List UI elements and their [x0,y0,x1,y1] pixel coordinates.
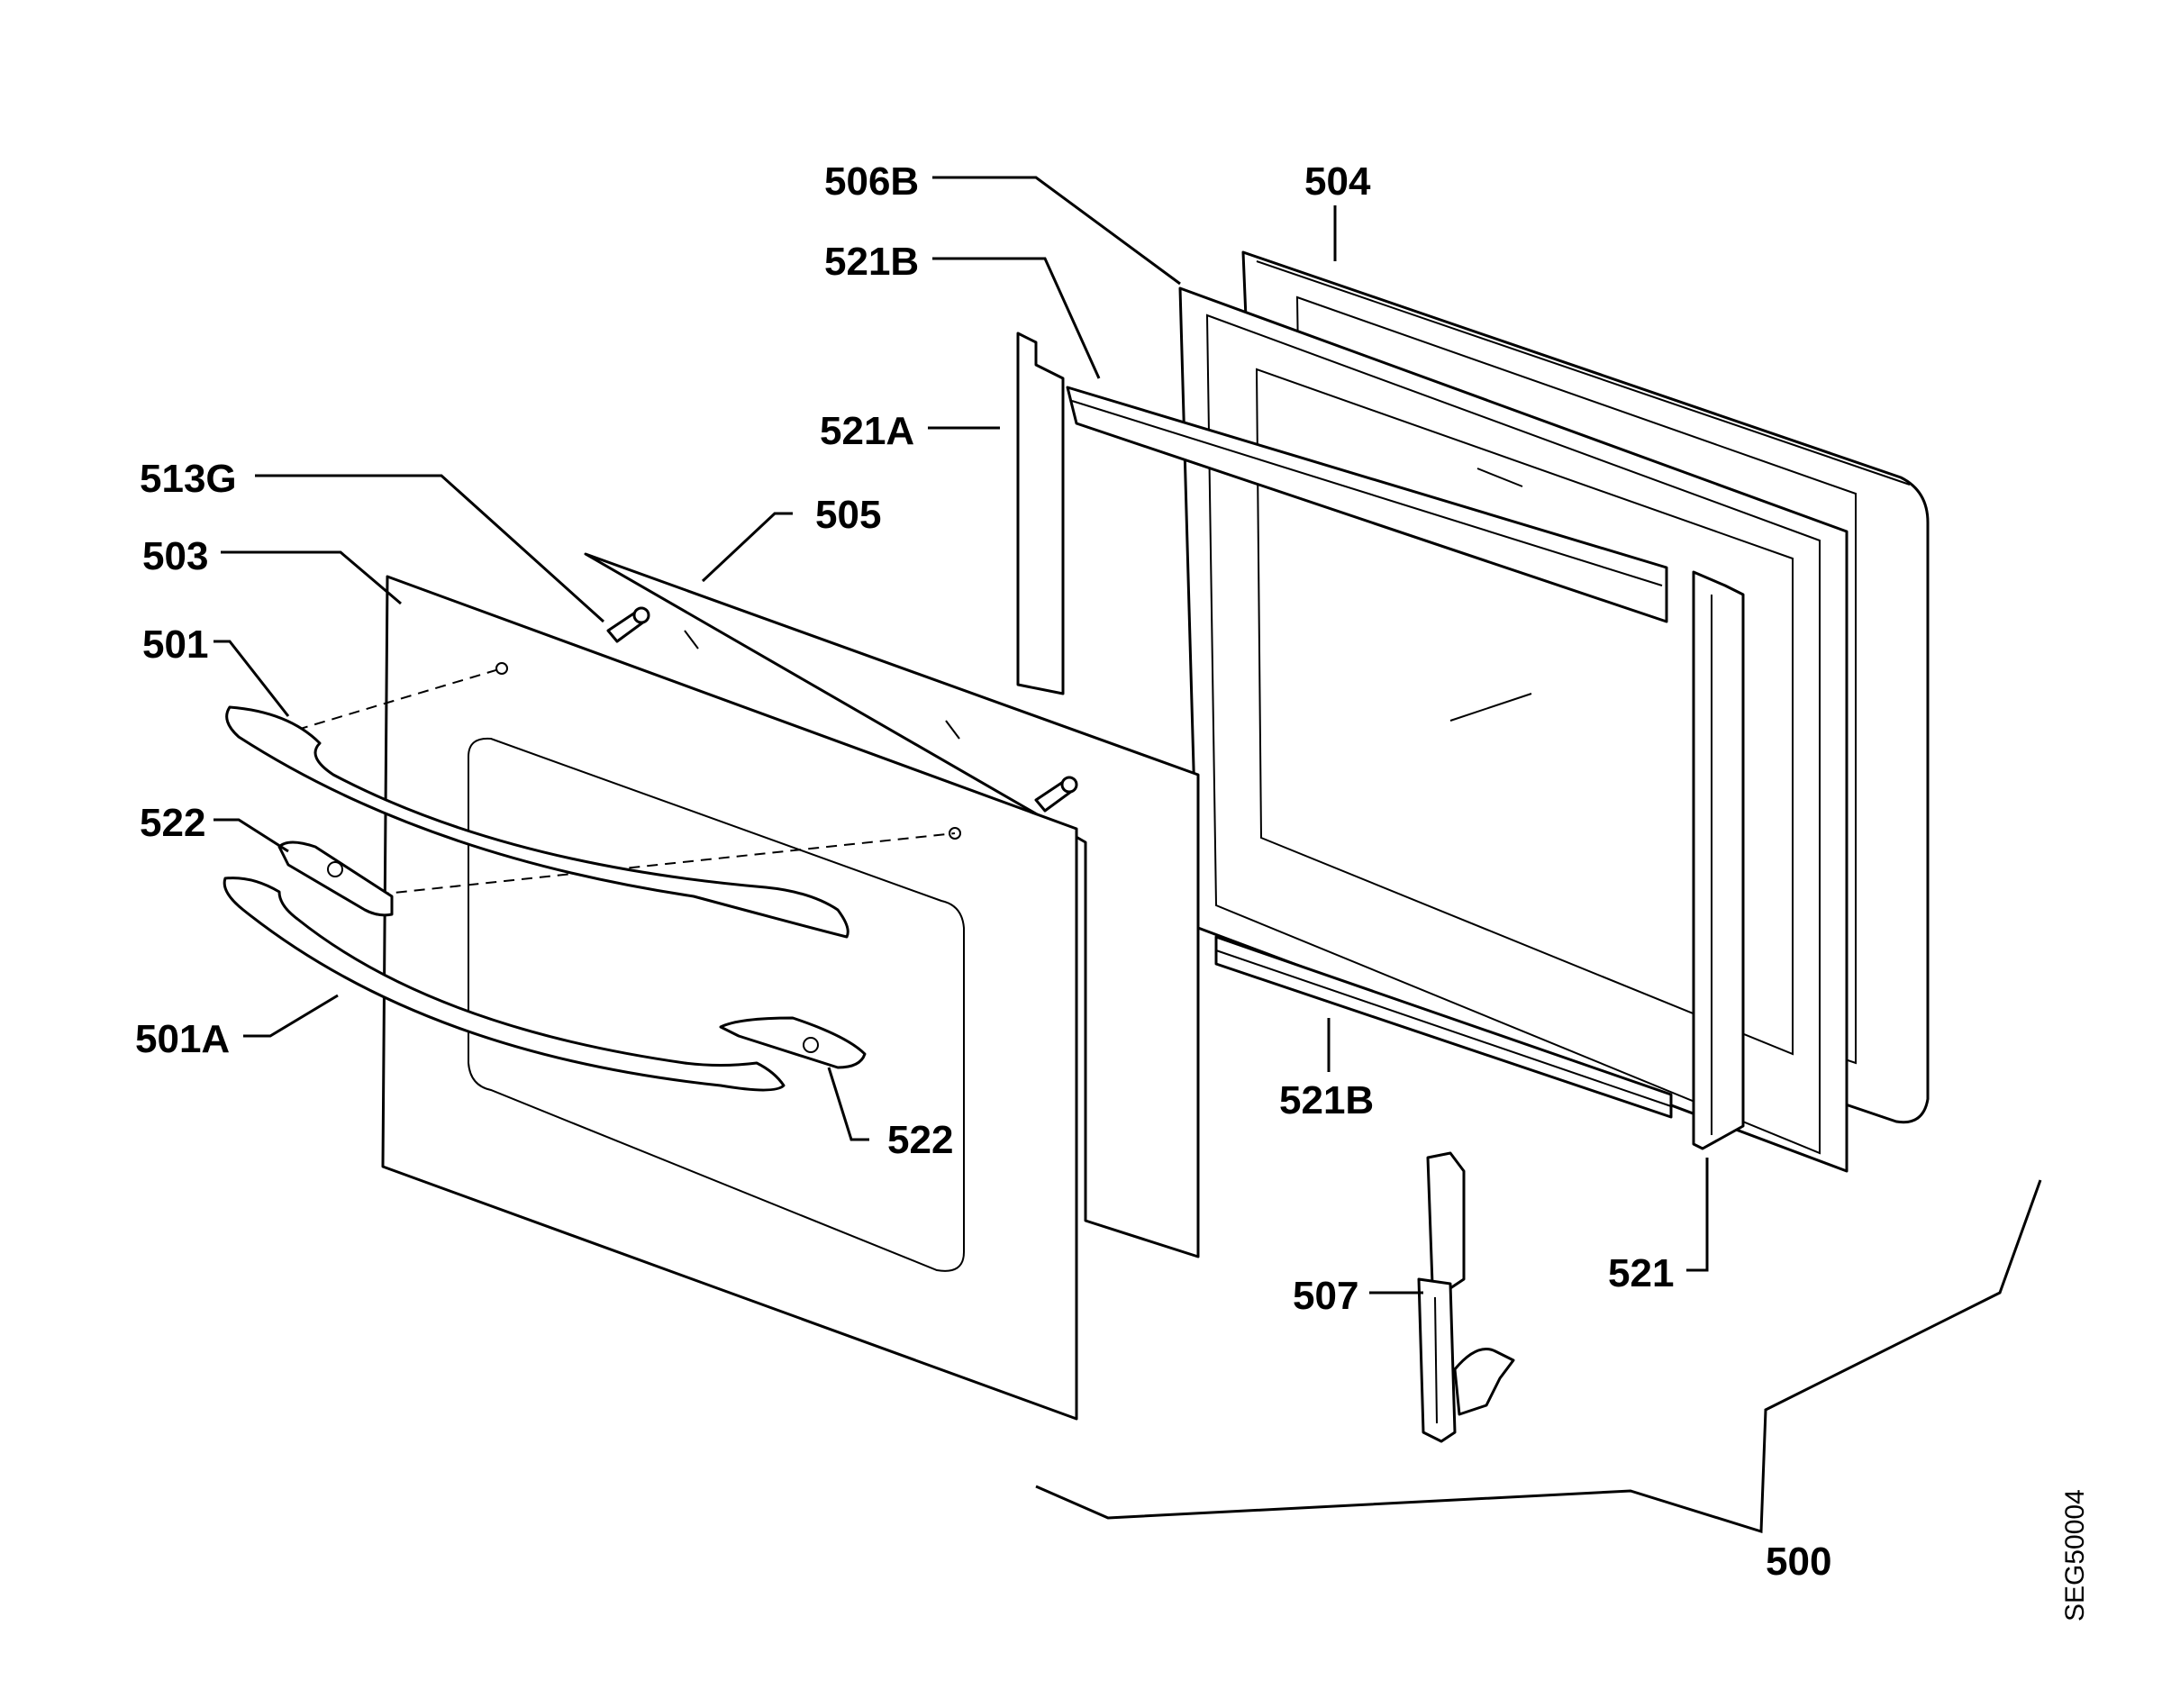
label-501A: 501A [135,1017,230,1061]
label-521: 521 [1608,1251,1674,1295]
label-522-left: 522 [140,801,205,845]
label-522-right: 522 [887,1118,953,1162]
label-500: 500 [1766,1540,1831,1584]
label-503: 503 [142,534,208,578]
part-521A-bracket [1016,332,1065,695]
label-505: 505 [815,493,881,537]
label-506B: 506B [824,159,919,204]
callout-labels: 506B 504 521B 521A 513G 505 503 501 522 … [135,159,1831,1584]
part-521B-bottom-strip [1214,935,1673,1119]
assembly-500-bracket [1035,1179,2042,1534]
drawing-code: SEG50004 [2060,1489,2090,1622]
label-521B-top: 521B [824,240,919,284]
label-507: 507 [1293,1274,1358,1318]
part-521B-top-strip [1066,386,1668,623]
part-inner-glass [1255,368,1794,1056]
part-501-handle [225,705,849,939]
part-521-bracket [1692,570,1745,1150]
label-513G: 513G [140,457,237,501]
part-522-end-caps [277,840,867,1069]
label-504: 504 [1304,159,1371,204]
alignment-lines [296,668,956,897]
label-521B-bottom: 521B [1279,1078,1374,1122]
part-507-hinge [1417,1151,1515,1443]
label-521A: 521A [820,409,914,453]
part-505-glass [584,552,1200,1258]
leader-lines [213,176,1709,1295]
part-501A-handle [223,877,786,1092]
label-501: 501 [142,622,208,667]
part-513G-screws [606,606,1078,813]
part-503-front-panel [381,575,1078,1421]
